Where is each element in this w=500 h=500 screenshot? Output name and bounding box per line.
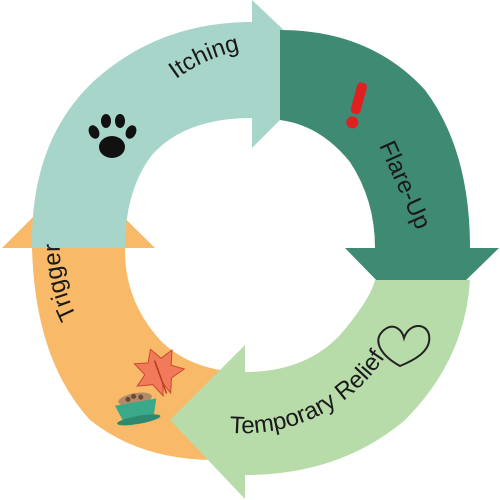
heart-icon — [377, 325, 431, 368]
exclamation-icon — [346, 82, 367, 129]
itching-arrow — [31, 0, 328, 248]
food-bowl-icon — [114, 392, 161, 426]
leaf-icon — [133, 348, 186, 398]
flare-up-arrow — [280, 30, 499, 325]
temporary-relief-arrow — [170, 280, 470, 499]
paw-icon — [88, 114, 137, 158]
